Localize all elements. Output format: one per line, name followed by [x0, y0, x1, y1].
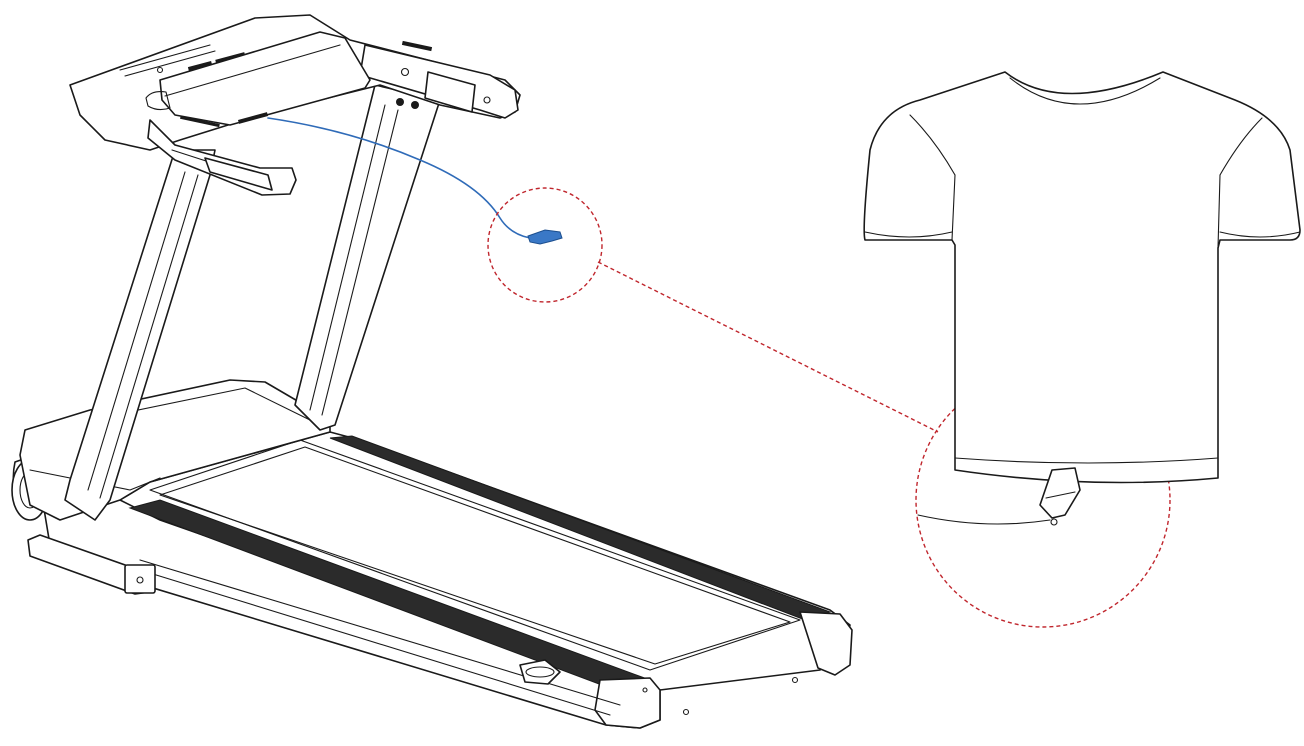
console: [69, 14, 521, 196]
callout-circle-key: [487, 187, 603, 303]
treadmill-icon: [11, 14, 853, 729]
treadmill-base: [34, 431, 853, 729]
belt-strip-right: [329, 435, 832, 621]
callout-connector: [597, 261, 939, 433]
upright-post-right: [294, 84, 441, 431]
tshirt-body: [863, 71, 1301, 484]
tshirt-icon: [863, 71, 1301, 526]
safety-key-icon: [267, 117, 563, 245]
safety-clip-on-shirt: [1039, 467, 1081, 519]
safety-cord: [267, 117, 531, 239]
safety-clip: [527, 229, 563, 245]
